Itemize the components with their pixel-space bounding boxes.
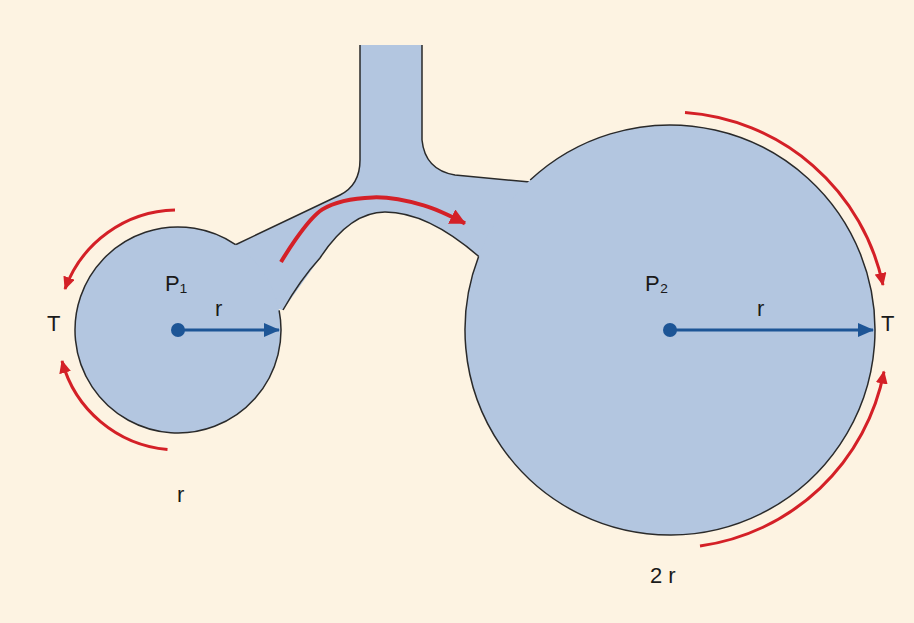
center-dot: [663, 323, 677, 337]
alveolus-fill: [75, 227, 281, 433]
radius-label: r: [215, 298, 222, 320]
alveolus-outline: [465, 125, 875, 535]
airway-wall: [283, 212, 485, 310]
alveolus-outline: [75, 227, 281, 433]
radius-label: 2 r: [650, 565, 676, 587]
alveolus-circle: P₁ r: [75, 227, 281, 433]
pressure-label: P₁: [165, 273, 187, 295]
center-dot: [171, 323, 185, 337]
pressure-label: P₂: [645, 273, 668, 295]
alveolus-wall: [75, 227, 281, 433]
airway-wall: [422, 45, 530, 182]
alveolus-fill: [465, 125, 875, 535]
radius-label: r: [757, 298, 764, 320]
airway-wall: [235, 45, 360, 245]
radius-arrow: [178, 329, 279, 332]
radius-label: r: [177, 484, 184, 506]
alveolus-wall: [465, 125, 875, 535]
tension-label: T: [881, 313, 894, 335]
airflow-arrow: [281, 197, 465, 262]
alveolus-circle: P₂ r: [465, 125, 875, 535]
radius-arrow: [670, 329, 873, 332]
tension-label: T: [47, 313, 60, 335]
